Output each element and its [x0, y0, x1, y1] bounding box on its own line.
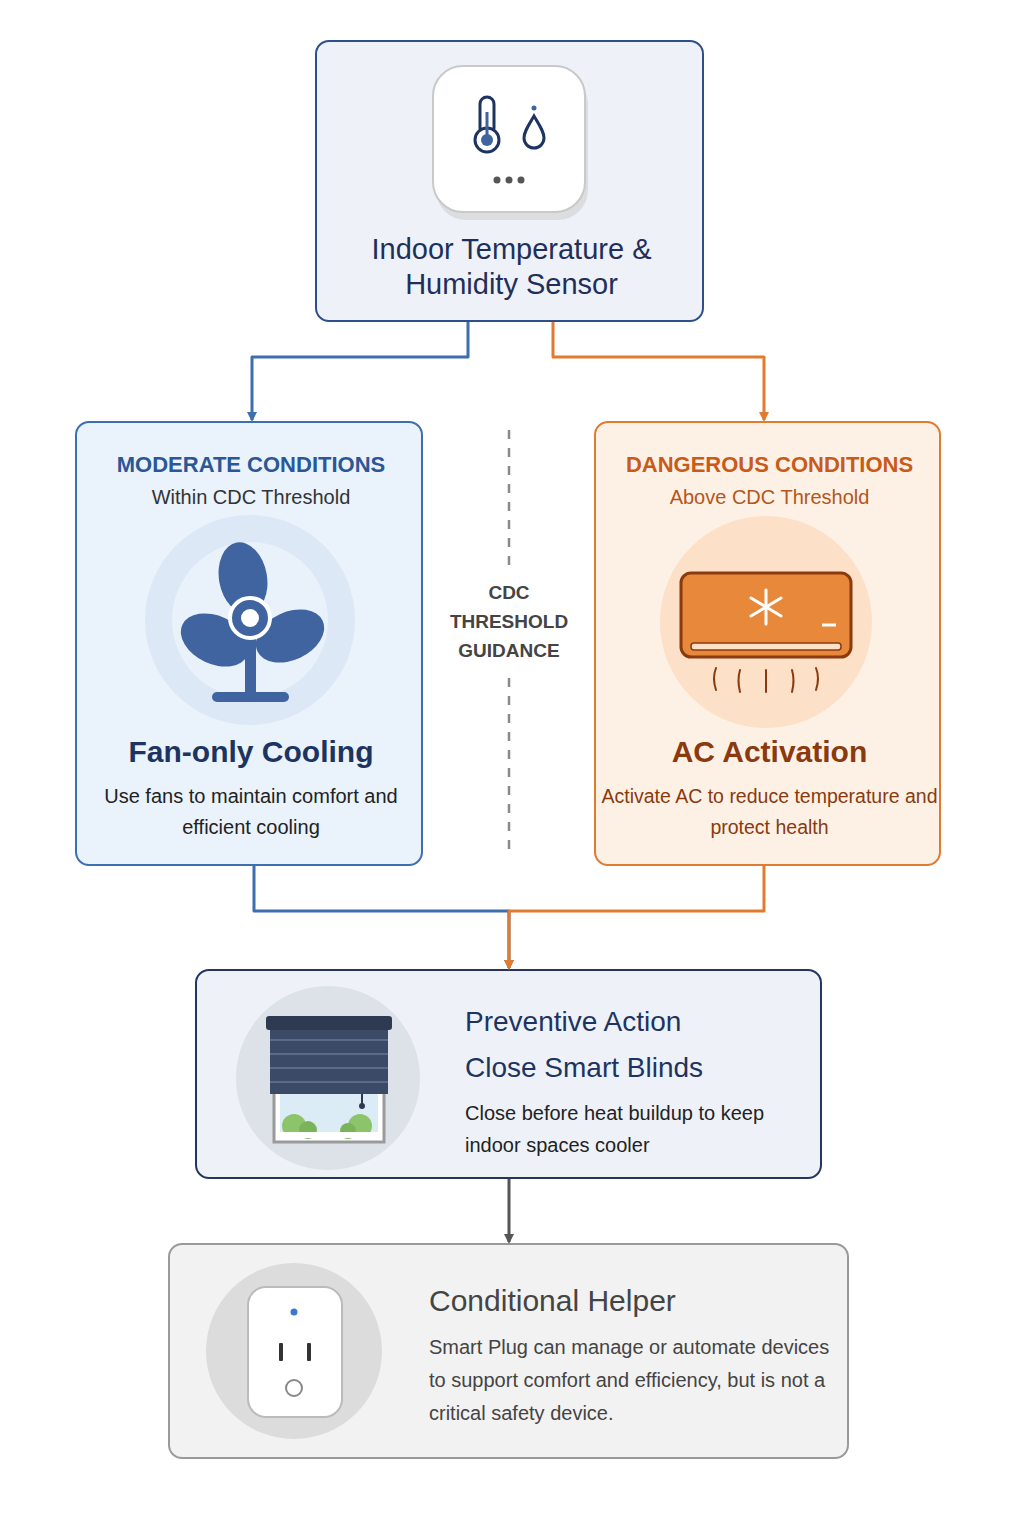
condition-heading: DANGEROUS CONDITIONS [596, 452, 943, 478]
flow-arrow [508, 1179, 511, 1242]
action-title: AC Activation [596, 734, 943, 770]
condition-subheading: Within CDC Threshold [77, 485, 425, 509]
condition-box: MODERATE CONDITIONS Within CDC ThresholdF… [75, 421, 423, 866]
action-box: Preventive ActionClose Smart BlindsClose… [195, 969, 822, 1179]
threshold-divider [508, 678, 511, 856]
blinds-icon [236, 986, 420, 1170]
flow-arrow [252, 322, 468, 420]
flow-arrow [509, 866, 764, 968]
action-title: Close Smart Blinds [465, 1051, 805, 1085]
flow-arrow [553, 322, 764, 420]
condition-heading: MODERATE CONDITIONS [77, 452, 425, 478]
sensor-title: Indoor Temperature & Humidity Sensor [342, 232, 681, 302]
sensor-icon [433, 66, 588, 220]
helper-title: Conditional Helper [429, 1283, 809, 1319]
action-description: Use fans to maintain comfort and efficie… [96, 781, 406, 843]
action-heading: Preventive Action [465, 1005, 805, 1039]
threshold-divider [508, 430, 511, 568]
fan-icon [145, 515, 355, 725]
action-title: Fan-only Cooling [77, 734, 425, 770]
action-description: Activate AC to reduce temperature and pr… [600, 781, 939, 843]
ac-icon [660, 516, 872, 728]
sensor-box: Indoor Temperature & Humidity Sensor [315, 40, 704, 322]
condition-subheading: Above CDC Threshold [596, 485, 943, 509]
action-description: Close before heat buildup to keep indoor… [465, 1097, 765, 1161]
smart-plug-icon [206, 1263, 382, 1439]
threshold-label: CDC THRESHOLD GUIDANCE [444, 578, 574, 665]
condition-box: DANGEROUS CONDITIONS Above CDC ThresholdA… [594, 421, 941, 866]
flow-arrow [254, 866, 509, 968]
helper-box: Conditional HelperSmart Plug can manage … [168, 1243, 849, 1459]
helper-description: Smart Plug can manage or automate device… [429, 1331, 834, 1430]
